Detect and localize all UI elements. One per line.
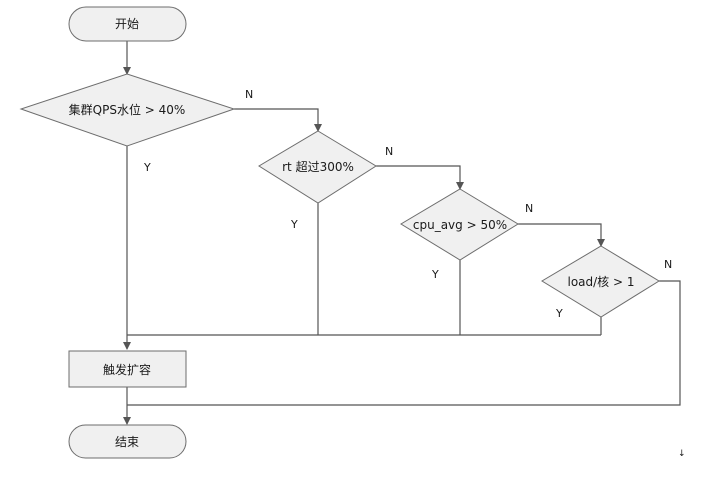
decision-load (541, 245, 660, 318)
start-label: 开始 (115, 17, 139, 31)
edge-label-rt-no: N (385, 145, 393, 158)
edge-label-qps-yes: Y (143, 161, 151, 174)
decision-rt (258, 130, 377, 204)
end-node (68, 424, 187, 459)
start-node (68, 6, 187, 42)
edge-label-load-yes: Y (555, 307, 563, 320)
footer-mark: ↓ (678, 449, 686, 459)
decision-cpu (400, 188, 519, 261)
edge-load-no (127, 280, 681, 406)
decision-rt-label: rt 超过300% (282, 159, 354, 174)
edge-label-rt-yes: Y (290, 218, 298, 231)
edge-cpu-load (518, 223, 605, 247)
edge-rt-cpu (376, 165, 464, 190)
edge-label-load-no: N (664, 258, 672, 271)
decision-load-label: load/核 > 1 (567, 275, 634, 289)
end-label: 结束 (115, 435, 139, 449)
process-scale (68, 350, 187, 388)
decision-qps-label: 集群QPS水位 > 40% (69, 102, 186, 117)
edge-label-cpu-no: N (525, 202, 533, 215)
edge-label-cpu-yes: Y (431, 268, 439, 281)
edge-qps-rt (234, 108, 322, 132)
process-scale-label: 触发扩容 (103, 362, 151, 377)
edge-label-qps-no: N (245, 88, 253, 101)
decision-cpu-label: cpu_avg > 50% (413, 218, 507, 232)
decision-qps (19, 73, 236, 147)
